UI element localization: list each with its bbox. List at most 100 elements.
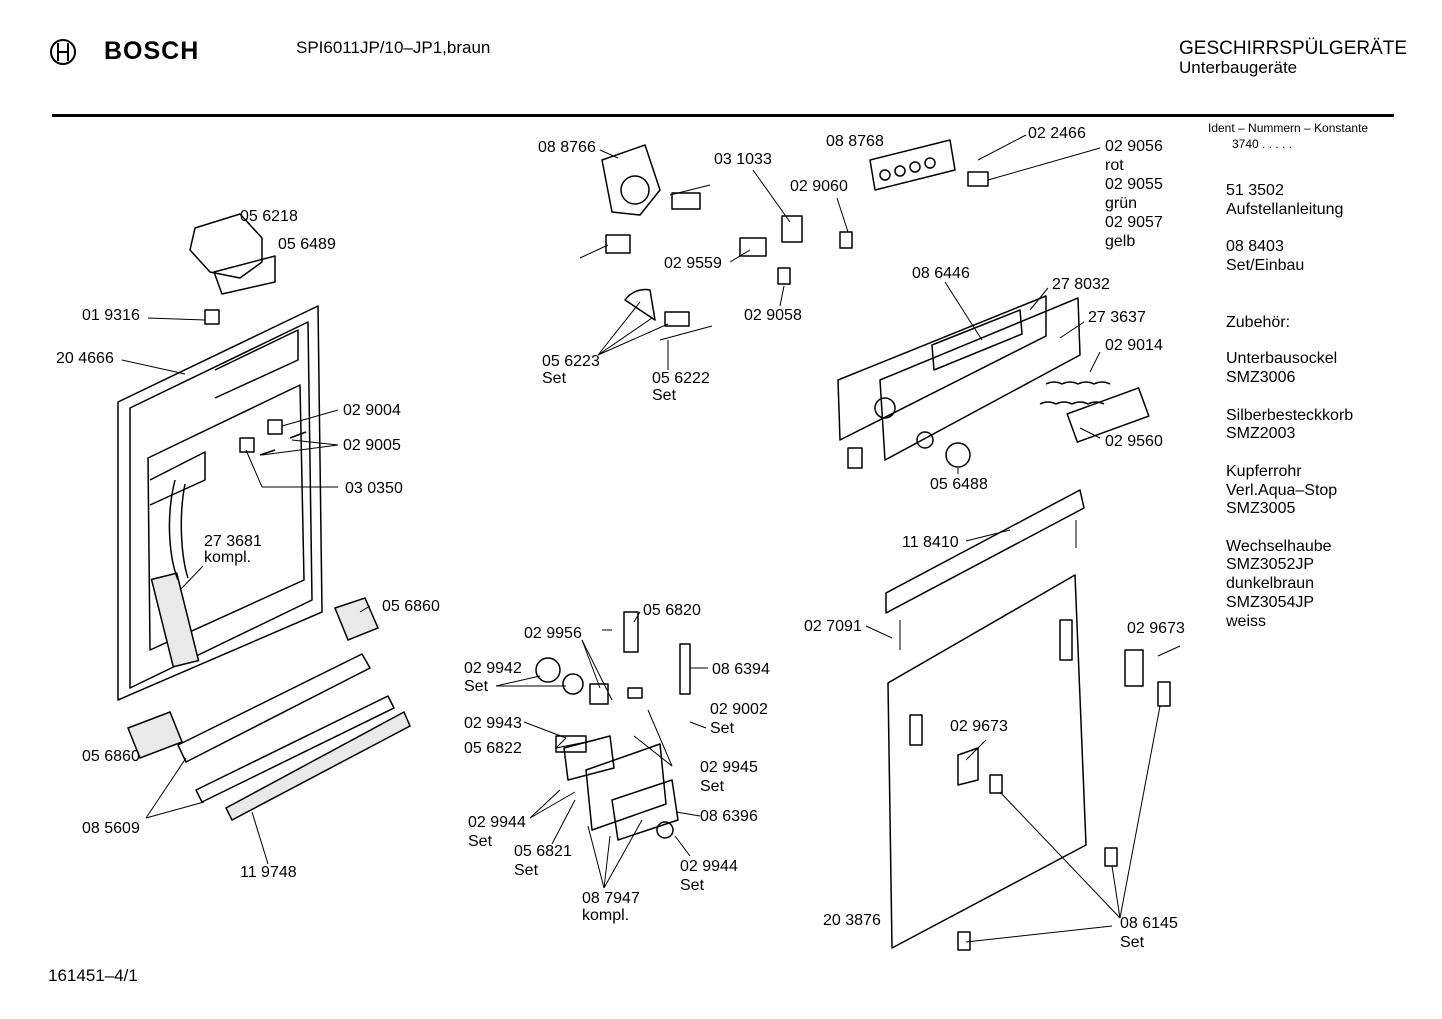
part-label: 02 9944 (468, 814, 526, 831)
part-label: 02 9559 (664, 255, 722, 272)
leader-lines (121, 134, 1161, 943)
part-label: Set (464, 678, 489, 695)
part-label: 02 9002 (710, 701, 768, 718)
sidebar-text: weiss (1226, 613, 1267, 630)
part-label: 02 9560 (1105, 433, 1163, 450)
ident-value: 3740 . . . . . (1232, 137, 1293, 151)
kick-plate (127, 597, 411, 822)
part-label: 01 9316 (82, 307, 140, 324)
part-label: Set (680, 877, 705, 894)
part-label: Set (514, 862, 539, 879)
part-label: 27 3637 (1088, 309, 1146, 326)
part-label: 02 9944 (680, 858, 738, 875)
bosch-armature-icon (50, 39, 76, 65)
part-label: 08 8768 (826, 133, 884, 150)
part-label: Set (652, 387, 677, 404)
sidebar-number: 08 8403 (1226, 238, 1284, 255)
dispenser-assembly (535, 611, 691, 841)
header-rule (52, 114, 1394, 117)
part-label: 20 3876 (823, 912, 881, 929)
part-label: 05 6218 (240, 208, 298, 225)
programmer-switch (579, 144, 711, 259)
door-fittings (239, 419, 307, 456)
part-label: 02 7091 (804, 618, 862, 635)
sidebar-text: Unterbausockel (1226, 350, 1338, 367)
sidebar-text: Silberbesteckkorb (1226, 407, 1354, 424)
sidebar-text: dunkelbraun (1226, 575, 1315, 592)
part-label: 05 6223 (542, 353, 600, 370)
sidebar-text: SMZ3006 (1226, 369, 1296, 386)
part-label: 05 6821 (514, 843, 572, 860)
sidebar-text: SMZ3052JP (1226, 556, 1315, 573)
part-label: 03 1033 (714, 151, 772, 168)
part-label: 02 9060 (790, 178, 848, 195)
sidebar-text: Aufstellanleitung (1226, 201, 1344, 218)
part-label: 08 5609 (82, 820, 140, 837)
rocker-switch-rail (869, 139, 989, 191)
part-label: 11 8410 (902, 534, 959, 551)
part-label: grün (1105, 195, 1138, 212)
footer-code: 161451–4/1 (48, 966, 138, 985)
bosch-logo: BOSCH (48, 37, 248, 67)
part-label: 08 6396 (700, 808, 758, 825)
part-label: 05 6222 (652, 370, 710, 387)
part-label: 02 9956 (524, 625, 582, 642)
part-label: 02 9004 (343, 402, 401, 419)
part-label: 02 9056 (1105, 138, 1163, 155)
ident-title: Ident – Nummern – Konstante (1208, 121, 1369, 135)
part-label: 08 8766 (538, 139, 596, 156)
sidebar-text: Wechselhaube (1226, 538, 1332, 555)
part-label: kompl. (582, 907, 630, 924)
part-label: 02 9005 (343, 437, 401, 454)
part-label: 05 6488 (930, 476, 988, 493)
sidebar-text: SMZ3005 (1226, 500, 1296, 517)
sidebar-text: Zubehör: (1226, 314, 1291, 331)
sidebar-text: SMZ3054JP (1226, 594, 1315, 611)
part-label: 02 9945 (700, 759, 758, 776)
part-label: 08 6394 (712, 661, 770, 678)
part-label: rot (1105, 157, 1124, 174)
part-label: Set (542, 370, 567, 387)
part-label: Set (700, 778, 725, 795)
sidebar-text: Verl.Aqua–Stop (1226, 482, 1338, 499)
part-label: 02 9673 (1127, 620, 1185, 637)
control-panel (837, 295, 1081, 469)
part-label: 08 7947 (582, 890, 640, 907)
part-label: 05 6822 (464, 740, 522, 757)
part-label: gelb (1105, 233, 1136, 250)
part-label: 11 9748 (240, 864, 297, 881)
sidebar-text: SMZ2003 (1226, 425, 1296, 442)
part-label: Set (710, 720, 735, 737)
part-label: 05 6860 (382, 598, 440, 615)
part-label: 27 3681 (204, 533, 262, 550)
category-title: GESCHIRRSPÜLGERÄTE (1179, 38, 1408, 59)
sidebar-text: Kupferrohr (1226, 463, 1302, 480)
model-title: SPI6011JP/10–JP1,braun (296, 38, 491, 57)
part-label: 05 6820 (643, 602, 701, 619)
part-label: 05 6860 (82, 748, 140, 765)
part-label: 02 9943 (464, 715, 522, 732)
part-label: 08 6145 (1120, 915, 1178, 932)
part-label: 05 6489 (278, 236, 336, 253)
part-label: 20 4666 (56, 350, 114, 367)
part-label: kompl. (204, 549, 252, 566)
part-label: 02 9055 (1105, 176, 1163, 193)
part-label: 03 0350 (345, 480, 403, 497)
part-label: 02 9058 (744, 307, 802, 324)
part-label: 02 9057 (1105, 214, 1163, 231)
selector-disc (624, 288, 713, 341)
sidebar-text: Set/Einbau (1226, 257, 1305, 274)
brand-name: BOSCH (104, 37, 200, 65)
part-label: Set (1120, 934, 1145, 951)
part-label: Set (468, 833, 493, 850)
connectors-top (739, 215, 853, 285)
part-label: 02 9673 (950, 718, 1008, 735)
front-door-panel (885, 489, 1181, 951)
part-label: 02 2466 (1028, 125, 1086, 142)
part-label: 27 8032 (1052, 276, 1110, 293)
inner-door-panel (117, 305, 323, 701)
category-subtitle: Unterbaugeräte (1179, 58, 1298, 77)
sidebar-number: 51 3502 (1226, 182, 1284, 199)
key-buttons (1039, 381, 1150, 443)
